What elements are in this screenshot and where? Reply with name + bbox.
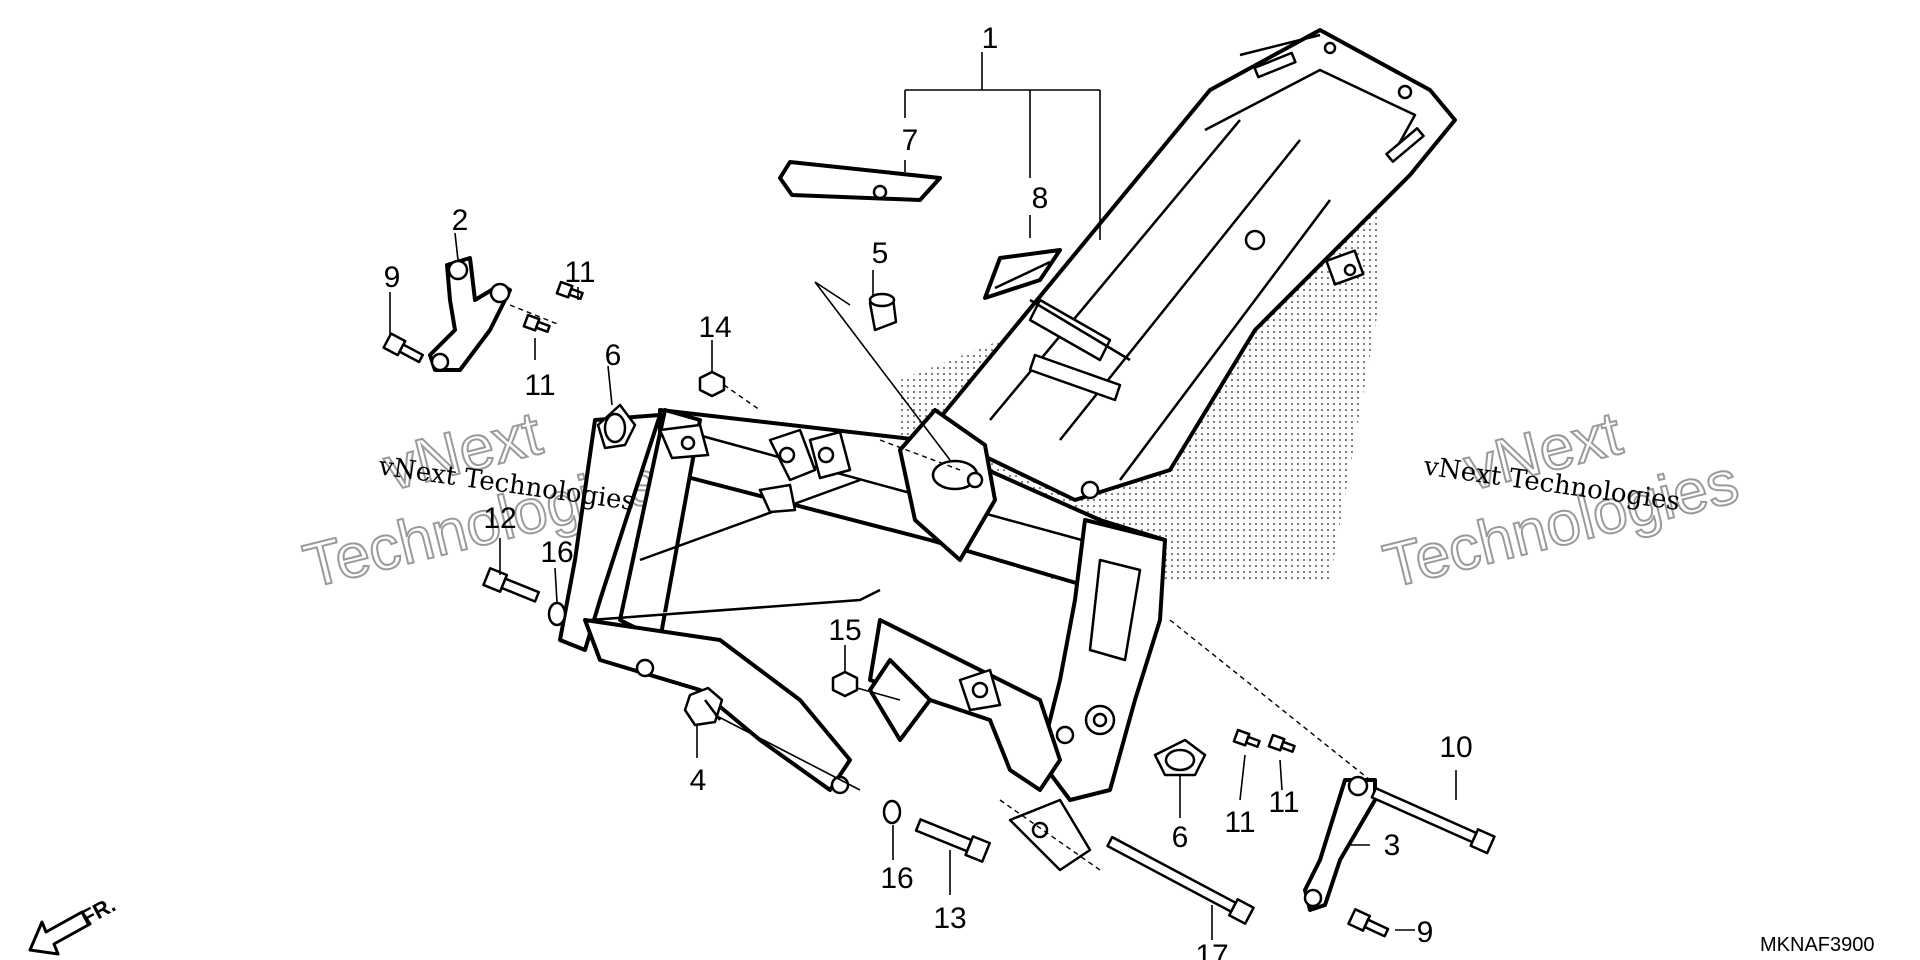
part-label-6-upper: 6 <box>605 339 622 372</box>
part-15-nut <box>831 670 859 698</box>
part-8-cover <box>983 248 1062 300</box>
part-10-long-bolt <box>1370 786 1496 855</box>
part-label-11-b: 11 <box>524 369 555 402</box>
diagram-code: MKNAF3900 <box>1760 934 1875 956</box>
part-label-14: 14 <box>698 311 731 344</box>
part-3-bracket <box>1303 775 1377 912</box>
part-labels: 1 2 3 4 5 6 6 7 8 9 9 10 11 11 11 11 12 … <box>384 22 1473 960</box>
part-label-1: 1 <box>982 22 999 55</box>
part-17-long-bolt <box>1106 835 1255 925</box>
part-13-bolt <box>914 818 991 863</box>
part-11-bolts <box>522 280 1296 753</box>
part-label-11-c: 11 <box>1224 806 1255 839</box>
front-direction-arrow: FR. <box>28 892 120 956</box>
main-frame <box>558 28 1457 872</box>
part-7-cover <box>778 160 942 202</box>
part-label-6-lower: 6 <box>1172 821 1189 854</box>
part-16-washers <box>547 601 902 825</box>
part-4-collar <box>683 686 724 727</box>
part-label-11-a: 11 <box>564 256 595 289</box>
part-6-mount-lower <box>1153 738 1207 777</box>
part-label-4: 4 <box>690 764 707 797</box>
part-label-9-right: 9 <box>1417 916 1434 949</box>
part-label-3: 3 <box>1384 829 1401 862</box>
part-6-mount-upper <box>596 403 637 450</box>
part-2-bracket <box>428 256 512 372</box>
part-12-bolt <box>482 566 541 603</box>
part-label-17: 17 <box>1195 939 1228 960</box>
part-label-12: 12 <box>483 502 516 535</box>
part-5-collar <box>868 292 898 332</box>
part-9-bolt-right <box>1347 908 1390 938</box>
part-label-8: 8 <box>1032 182 1049 215</box>
part-9-bolt-left <box>382 332 425 364</box>
part-label-15: 15 <box>828 614 861 647</box>
part-label-16-upper: 16 <box>540 536 573 569</box>
part-label-2: 2 <box>452 204 469 237</box>
part-label-10: 10 <box>1439 731 1472 764</box>
leader-lines <box>389 52 1457 940</box>
part-label-16-lower: 16 <box>880 862 913 895</box>
part-label-9-left: 9 <box>384 261 401 294</box>
part-14-nut <box>698 370 726 398</box>
part-label-13: 13 <box>933 902 966 935</box>
part-label-7: 7 <box>902 124 919 157</box>
part-label-5: 5 <box>872 237 889 270</box>
part-label-11-d: 11 <box>1268 786 1299 819</box>
